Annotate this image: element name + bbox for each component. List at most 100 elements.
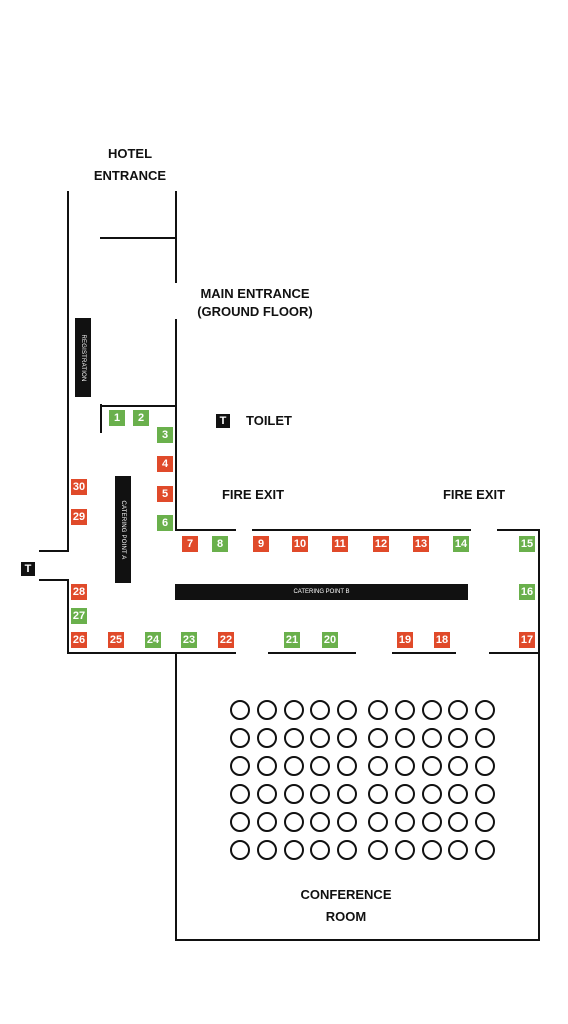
seat <box>284 700 304 720</box>
seat <box>230 812 250 832</box>
seat <box>422 700 442 720</box>
booth-9[interactable]: 9 <box>253 536 269 552</box>
booth-22[interactable]: 22 <box>218 632 234 648</box>
seat <box>422 840 442 860</box>
seat <box>395 840 415 860</box>
booth-3[interactable]: 3 <box>157 427 173 443</box>
seat <box>475 812 495 832</box>
wall-hotel-left-lower <box>39 579 236 654</box>
seat <box>337 728 357 748</box>
seat <box>368 784 388 804</box>
booth-19[interactable]: 19 <box>397 632 413 648</box>
seat <box>448 840 468 860</box>
seat <box>337 784 357 804</box>
booth-23[interactable]: 23 <box>181 632 197 648</box>
seat <box>395 756 415 776</box>
seat <box>422 784 442 804</box>
booth-2[interactable]: 2 <box>133 410 149 426</box>
seat <box>284 784 304 804</box>
catering-point-b: CATERING POINT B <box>175 584 468 600</box>
seat <box>230 728 250 748</box>
seat <box>310 756 330 776</box>
seat <box>230 700 250 720</box>
seat <box>310 840 330 860</box>
seat <box>257 728 277 748</box>
seat <box>257 812 277 832</box>
catering-point-b-label: CATERING POINT B <box>293 589 350 595</box>
seat <box>310 812 330 832</box>
fire-exit-label-2: FIRE EXIT <box>442 487 506 502</box>
seat <box>257 784 277 804</box>
seat <box>310 728 330 748</box>
seat <box>257 840 277 860</box>
booth-10[interactable]: 10 <box>292 536 308 552</box>
main-entrance-label: MAIN ENTRANCE (GROUND FLOOR) <box>180 285 330 321</box>
seat <box>475 756 495 776</box>
booth-6[interactable]: 6 <box>157 515 173 531</box>
seat <box>448 812 468 832</box>
booth-16[interactable]: 16 <box>519 584 535 600</box>
toilet-icon-left: T <box>21 562 35 576</box>
booth-24[interactable]: 24 <box>145 632 161 648</box>
booth-17[interactable]: 17 <box>519 632 535 648</box>
seat <box>395 700 415 720</box>
seat <box>475 840 495 860</box>
seat <box>448 784 468 804</box>
booth-27[interactable]: 27 <box>71 608 87 624</box>
seat <box>395 812 415 832</box>
booth-11[interactable]: 11 <box>332 536 348 552</box>
seat <box>368 812 388 832</box>
seat <box>448 728 468 748</box>
main-entrance-line-2: (GROUND FLOOR) <box>197 304 313 319</box>
seat <box>284 840 304 860</box>
seat <box>337 700 357 720</box>
seat <box>230 840 250 860</box>
registration-desk: REGISTRATION <box>75 318 91 397</box>
booth-25[interactable]: 25 <box>108 632 124 648</box>
seat <box>230 784 250 804</box>
seat <box>475 728 495 748</box>
main-entrance-line-1: MAIN ENTRANCE <box>200 286 310 301</box>
booth-5[interactable]: 5 <box>157 486 173 502</box>
booth-21[interactable]: 21 <box>284 632 300 648</box>
seat <box>395 728 415 748</box>
toilet-label: TOILET <box>246 413 292 428</box>
conference-room-label: CONFERENCE ROOM <box>296 884 396 928</box>
seat <box>368 840 388 860</box>
seating-area <box>230 700 495 860</box>
seat <box>257 756 277 776</box>
booth-8[interactable]: 8 <box>212 536 228 552</box>
seat <box>337 812 357 832</box>
hotel-entrance-line-1: HOTEL <box>107 146 153 161</box>
booth-12[interactable]: 12 <box>373 536 389 552</box>
seat <box>284 728 304 748</box>
hotel-entrance-line-2: ENTRANCE <box>93 168 167 183</box>
seat <box>422 728 442 748</box>
booth-26[interactable]: 26 <box>71 632 87 648</box>
conference-room-line-2: ROOM <box>325 909 367 924</box>
catering-point-a-label: CATERING POINT A <box>120 500 126 559</box>
seat <box>337 756 357 776</box>
seat <box>448 700 468 720</box>
seat <box>475 784 495 804</box>
seat <box>310 700 330 720</box>
seat <box>230 756 250 776</box>
wall-hotel-left <box>39 191 69 552</box>
booth-28[interactable]: 28 <box>71 584 87 600</box>
hotel-entrance-label: HOTEL ENTRANCE <box>80 143 180 187</box>
booth-18[interactable]: 18 <box>434 632 450 648</box>
booth-30[interactable]: 30 <box>71 479 87 495</box>
seat <box>257 700 277 720</box>
booth-1[interactable]: 1 <box>109 410 125 426</box>
booth-13[interactable]: 13 <box>413 536 429 552</box>
booth-14[interactable]: 14 <box>453 536 469 552</box>
booth-7[interactable]: 7 <box>182 536 198 552</box>
seat <box>310 784 330 804</box>
seat <box>368 700 388 720</box>
seat <box>337 840 357 860</box>
booth-29[interactable]: 29 <box>71 509 87 525</box>
booth-15[interactable]: 15 <box>519 536 535 552</box>
booth-4[interactable]: 4 <box>157 456 173 472</box>
booth-20[interactable]: 20 <box>322 632 338 648</box>
